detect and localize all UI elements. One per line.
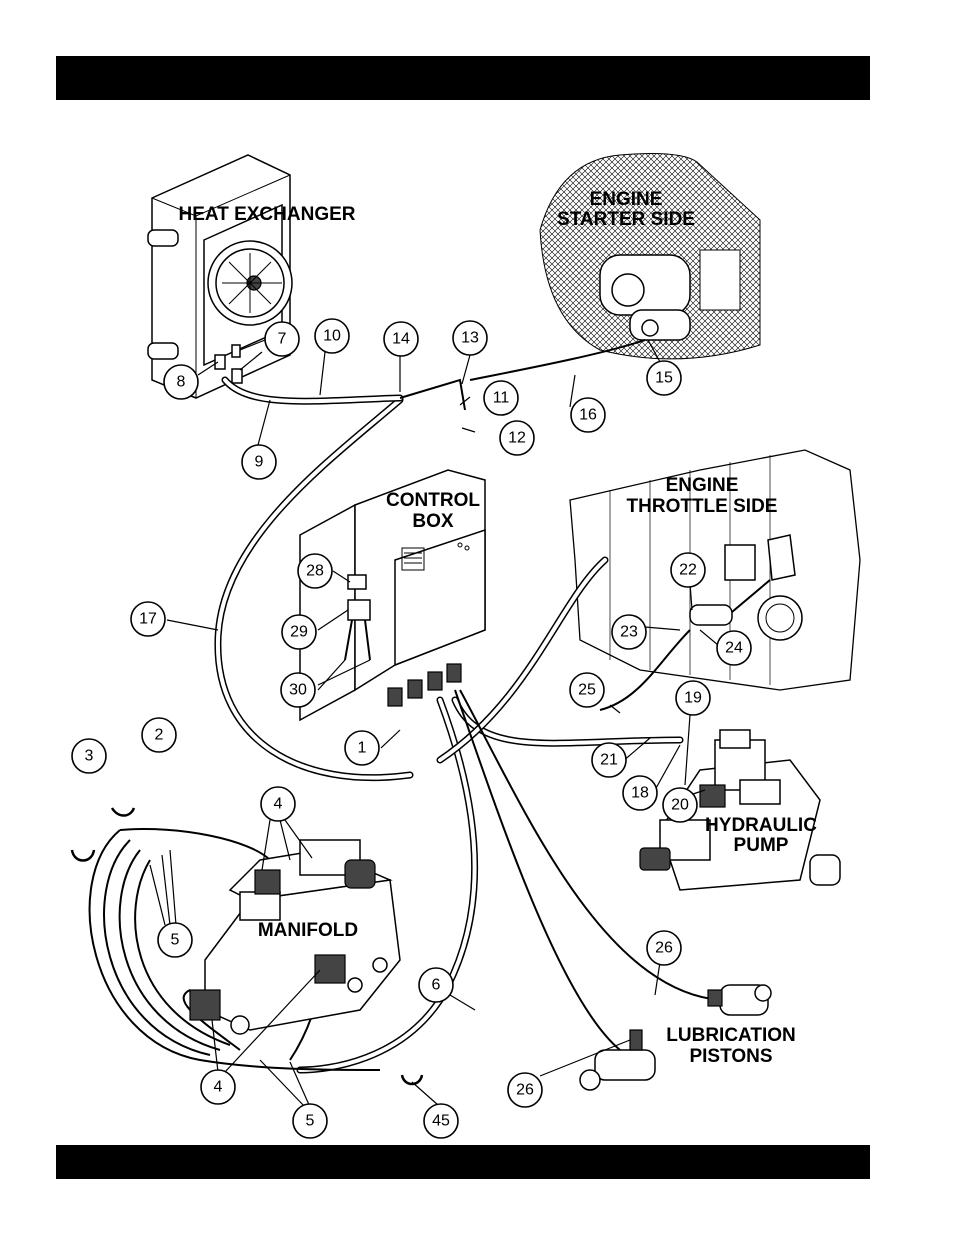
callout-21: 21 xyxy=(592,743,626,777)
svg-text:45: 45 xyxy=(432,1113,450,1130)
callout-24: 24 xyxy=(717,631,751,665)
heat-exchanger-drawing xyxy=(148,155,292,398)
callout-6: 6 xyxy=(419,968,453,1002)
svg-text:23: 23 xyxy=(620,624,638,641)
svg-text:16: 16 xyxy=(579,407,597,424)
control-box-label-line2: BOX xyxy=(412,511,454,532)
control-box-label-line1: CONTROL xyxy=(386,490,480,511)
callouts: 1 2 3 4 4 5 5 6 7 8 9 10 11 12 13 14 15 … xyxy=(72,319,751,1138)
callout-14: 14 xyxy=(384,322,418,356)
hydraulic-pump-label-line1: HYDRAULIC xyxy=(705,815,817,836)
hydraulic-pump-label-line2: PUMP xyxy=(734,835,789,856)
svg-text:24: 24 xyxy=(725,640,743,657)
svg-text:18: 18 xyxy=(631,785,649,802)
svg-text:21: 21 xyxy=(600,752,618,769)
callout-4-bottom: 4 xyxy=(201,1070,235,1104)
callout-45: 45 xyxy=(424,1104,458,1138)
svg-text:13: 13 xyxy=(461,330,479,347)
callout-18: 18 xyxy=(623,776,657,810)
svg-text:26: 26 xyxy=(655,940,673,957)
callout-10: 10 xyxy=(315,319,349,353)
svg-text:1: 1 xyxy=(358,740,367,757)
callout-8: 8 xyxy=(164,365,198,399)
svg-text:5: 5 xyxy=(306,1113,315,1130)
callout-16: 16 xyxy=(571,398,605,432)
lubrication-pistons-label-line1: LUBRICATION xyxy=(666,1025,795,1046)
callout-13: 13 xyxy=(453,321,487,355)
engine-throttle-side-label-line1: ENGINE xyxy=(666,475,739,496)
svg-text:10: 10 xyxy=(323,328,341,345)
callout-26-top: 26 xyxy=(647,931,681,965)
callout-3: 3 xyxy=(72,739,106,773)
callout-28: 28 xyxy=(298,554,332,588)
callout-7: 7 xyxy=(265,322,299,356)
svg-text:25: 25 xyxy=(578,682,596,699)
callout-30: 30 xyxy=(281,673,315,707)
callout-23: 23 xyxy=(612,615,646,649)
svg-text:6: 6 xyxy=(432,977,441,994)
engine-starter-side-label-line2: STARTER SIDE xyxy=(557,209,695,230)
svg-text:4: 4 xyxy=(274,796,283,813)
svg-text:7: 7 xyxy=(278,331,287,348)
svg-text:14: 14 xyxy=(392,331,410,348)
engine-starter-side-drawing xyxy=(540,154,760,359)
svg-text:19: 19 xyxy=(684,690,702,707)
callout-17: 17 xyxy=(131,602,165,636)
svg-text:12: 12 xyxy=(508,430,526,447)
clip-icon xyxy=(72,850,94,861)
svg-text:15: 15 xyxy=(655,370,673,387)
svg-text:5: 5 xyxy=(171,932,180,949)
svg-text:3: 3 xyxy=(85,748,94,765)
callout-12: 12 xyxy=(500,421,534,455)
svg-text:22: 22 xyxy=(679,562,697,579)
svg-text:20: 20 xyxy=(671,797,689,814)
lubrication-pistons-label-line2: PISTONS xyxy=(689,1046,772,1067)
svg-text:26: 26 xyxy=(516,1082,534,1099)
callout-9: 9 xyxy=(242,445,276,479)
svg-text:2: 2 xyxy=(155,727,164,744)
manifold-label: MANIFOLD xyxy=(258,920,358,941)
svg-text:17: 17 xyxy=(139,611,157,628)
engine-throttle-side-label-line2: THROTTLE SIDE xyxy=(627,496,778,517)
svg-text:9: 9 xyxy=(255,454,264,471)
hoses xyxy=(90,340,720,1070)
callout-4-top: 4 xyxy=(261,787,295,821)
callout-26-bottom: 26 xyxy=(508,1073,542,1107)
callout-22: 22 xyxy=(671,553,705,587)
callout-29: 29 xyxy=(282,615,316,649)
callout-15: 15 xyxy=(647,361,681,395)
svg-text:29: 29 xyxy=(290,624,308,641)
callout-19: 19 xyxy=(676,681,710,715)
callout-2: 2 xyxy=(142,718,176,752)
svg-text:11: 11 xyxy=(493,390,510,407)
svg-text:4: 4 xyxy=(214,1079,223,1096)
svg-text:8: 8 xyxy=(177,374,186,391)
cable-connectors xyxy=(388,664,461,706)
callout-25: 25 xyxy=(570,673,604,707)
heat-exchanger-label: HEAT EXCHANGER xyxy=(179,204,356,225)
callout-5-bottom: 5 xyxy=(293,1104,327,1138)
callout-5-left: 5 xyxy=(158,923,192,957)
svg-text:28: 28 xyxy=(306,563,324,580)
engine-starter-side-label-line1: ENGINE xyxy=(590,189,663,210)
svg-text:30: 30 xyxy=(289,682,307,699)
callout-20: 20 xyxy=(663,788,697,822)
callout-11: 11 xyxy=(484,381,518,415)
callout-1: 1 xyxy=(345,731,379,765)
clip-icon xyxy=(112,808,134,816)
